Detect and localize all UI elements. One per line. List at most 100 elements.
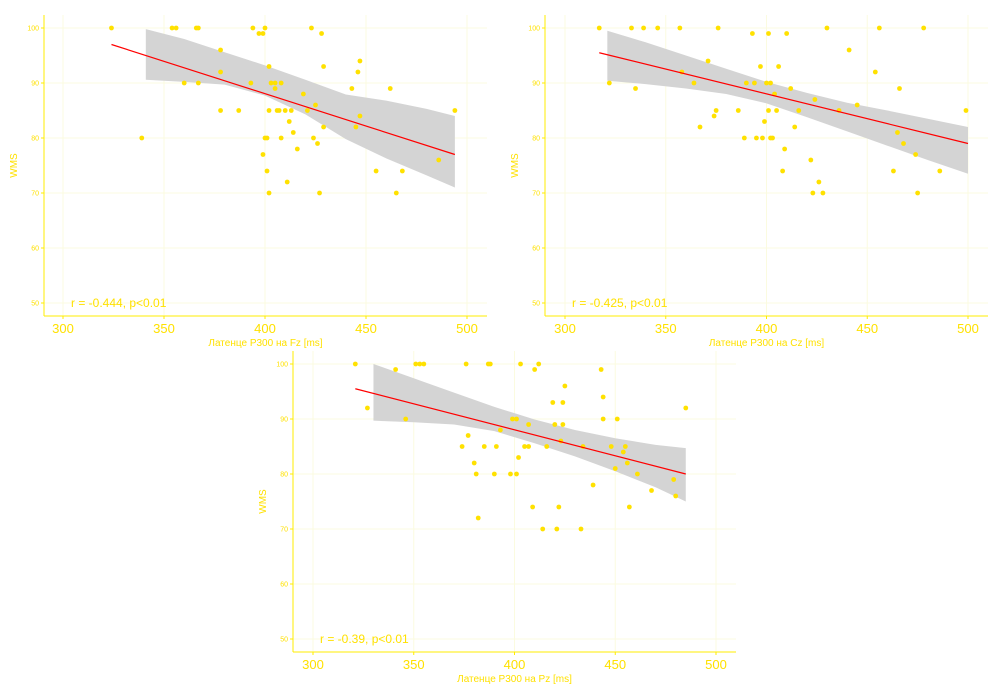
y-tick-label: 90: [280, 417, 288, 424]
data-point: [355, 69, 361, 75]
regression-line: [111, 43, 456, 156]
data-point: [562, 383, 568, 389]
data-point: [365, 405, 370, 411]
data-point: [349, 86, 355, 91]
data-point: [393, 367, 399, 372]
data-point: [635, 471, 640, 477]
data-point: [901, 141, 906, 146]
data-point: [749, 31, 755, 36]
data-point: [357, 58, 363, 64]
y-tick-label: 90: [532, 81, 540, 88]
grid: [293, 351, 736, 652]
data-points: [109, 25, 458, 196]
data-point: [596, 25, 602, 31]
x-axis-label: Латенце P300 на Cz [ms]: [709, 338, 825, 349]
grid: [545, 15, 988, 316]
data-point: [963, 108, 969, 113]
x-tick-label: 450: [856, 321, 878, 336]
data-point: [236, 108, 242, 113]
x-tick-label: 500: [456, 321, 478, 336]
data-point: [518, 361, 523, 367]
y-axis-label: WMS: [9, 153, 20, 178]
correlation-annotation: r = -0.39, p<0.01: [320, 632, 409, 646]
data-point: [915, 190, 921, 196]
data-point: [294, 146, 300, 152]
correlation-annotation: r = -0.425, p<0.01: [572, 296, 668, 310]
data-point: [459, 444, 465, 449]
y-tick-label: 80: [31, 136, 39, 143]
data-point: [195, 25, 201, 31]
data-point: [673, 493, 679, 499]
data-point: [552, 422, 558, 427]
data-point: [266, 108, 272, 113]
data-point: [895, 130, 900, 135]
data-point: [278, 135, 284, 141]
data-point: [743, 80, 749, 86]
data-point: [321, 64, 326, 69]
data-point: [169, 25, 175, 31]
data-point: [608, 444, 614, 449]
data-point: [550, 400, 556, 405]
data-point: [622, 444, 628, 449]
data-point: [560, 400, 566, 405]
data-point: [713, 108, 719, 113]
data-point: [471, 460, 477, 466]
data-point: [463, 361, 469, 367]
data-point: [173, 25, 179, 31]
data-point: [735, 108, 741, 113]
data-point: [697, 124, 703, 130]
data-point: [891, 168, 896, 174]
data-point: [876, 25, 882, 31]
y-tick-label: 60: [31, 246, 39, 253]
y-tick-label: 70: [280, 527, 288, 534]
data-point: [824, 25, 830, 31]
x-tick-label: 350: [153, 321, 175, 336]
data-point: [626, 504, 632, 510]
data-point: [780, 168, 786, 174]
data-point: [256, 31, 262, 36]
data-point: [353, 124, 359, 130]
data-point: [218, 47, 223, 53]
data-point: [532, 367, 538, 372]
data-point: [481, 444, 487, 449]
data-point: [393, 190, 399, 196]
data-point: [762, 119, 767, 124]
data-point: [598, 367, 604, 372]
data-point: [937, 168, 943, 174]
data-point: [218, 69, 223, 75]
data-point: [436, 157, 442, 163]
y-tick-label: 50: [532, 301, 540, 308]
data-point: [266, 64, 272, 69]
data-point: [373, 168, 379, 174]
data-point: [311, 135, 316, 141]
y-tick-label: 80: [280, 472, 288, 479]
data-point: [262, 25, 268, 31]
data-point: [760, 135, 765, 141]
data-point: [266, 190, 272, 196]
data-point: [264, 168, 270, 174]
confidence-band: [145, 29, 455, 188]
x-tick-label: 400: [504, 657, 526, 672]
data-point: [305, 108, 310, 113]
y-tick-label: 80: [532, 136, 540, 143]
y-tick-label: 100: [27, 26, 39, 33]
data-point: [641, 25, 646, 31]
confidence-band: [373, 364, 686, 502]
data-point: [487, 361, 493, 367]
data-point: [590, 482, 596, 488]
data-point: [309, 25, 314, 31]
x-tick-label: 500: [705, 657, 727, 672]
data-point: [671, 477, 677, 482]
x-tick-label: 450: [355, 321, 377, 336]
regression-line: [355, 388, 686, 475]
data-point: [796, 108, 802, 113]
data-point: [272, 80, 278, 86]
correlation-annotation: r = -0.444, p<0.01: [71, 296, 167, 310]
data-point: [544, 444, 550, 449]
data-point: [741, 135, 747, 141]
data-point: [248, 80, 254, 86]
data-point: [808, 157, 814, 163]
